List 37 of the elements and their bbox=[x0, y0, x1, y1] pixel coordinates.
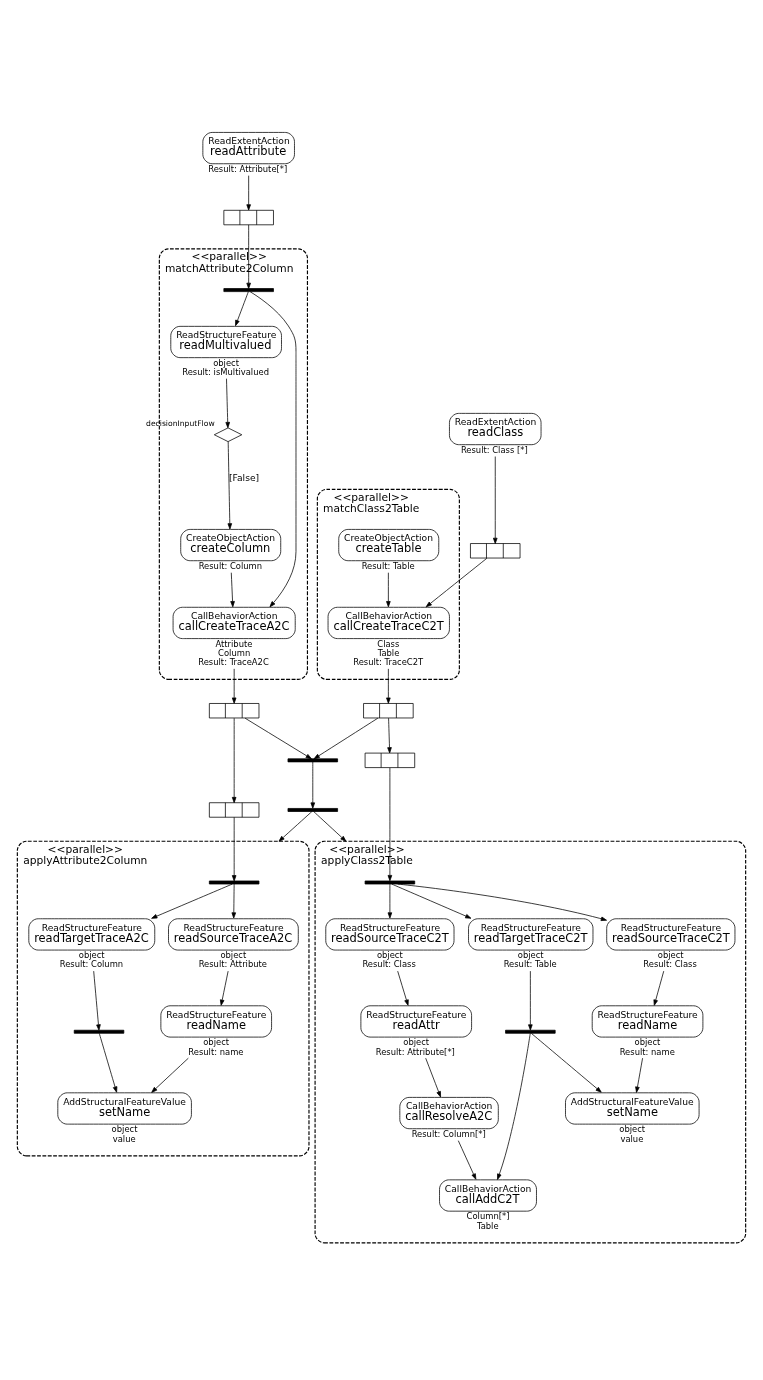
node-label: object bbox=[220, 949, 247, 960]
node-label: Result: Table bbox=[503, 958, 557, 969]
node-label: Column[*] bbox=[466, 1210, 510, 1221]
node-label: Result: Column[*] bbox=[411, 1128, 486, 1139]
node-label: Result: TraceC2T bbox=[353, 656, 424, 667]
node-label: Result: TraceA2C bbox=[198, 656, 269, 667]
edge-label: [False] bbox=[229, 471, 260, 483]
node-label: object bbox=[517, 949, 544, 960]
node-label: Result: Column bbox=[59, 958, 124, 969]
node-label: object bbox=[634, 1036, 661, 1047]
node-label: object bbox=[78, 949, 105, 960]
node-label: value bbox=[620, 1133, 644, 1144]
node-label: Result: Class [*] bbox=[460, 444, 528, 455]
node-label: Result: Class bbox=[643, 958, 697, 969]
node-label: Result: isMultivalued bbox=[182, 366, 269, 377]
node-label: Result: name bbox=[188, 1046, 244, 1056]
node-label: value bbox=[112, 1133, 136, 1144]
node-label: decisionInputFlow bbox=[146, 418, 215, 428]
node-label: Result: Attribute bbox=[198, 958, 267, 969]
node-label: object bbox=[203, 1036, 230, 1047]
node-label: Result: Table bbox=[361, 560, 415, 571]
node-label: Table bbox=[377, 647, 400, 658]
node-label: Result: Column bbox=[198, 560, 263, 571]
node-label: Result: Attribute[*] bbox=[208, 163, 288, 174]
node-label: object bbox=[403, 1036, 430, 1047]
node-label: Column bbox=[218, 647, 251, 658]
node-label: Class bbox=[377, 638, 400, 649]
node-label: object bbox=[619, 1123, 646, 1134]
node-label: Result: Attribute[*] bbox=[375, 1046, 455, 1056]
node-label: object bbox=[111, 1123, 138, 1134]
node-label: Result: name bbox=[619, 1046, 675, 1056]
node-label: Attribute bbox=[215, 638, 253, 649]
node-label: object bbox=[376, 949, 403, 960]
node-label: object bbox=[213, 357, 239, 368]
node-label: Table bbox=[476, 1220, 499, 1231]
node-label: Result: Class bbox=[362, 958, 416, 969]
node-label: object bbox=[657, 949, 684, 960]
